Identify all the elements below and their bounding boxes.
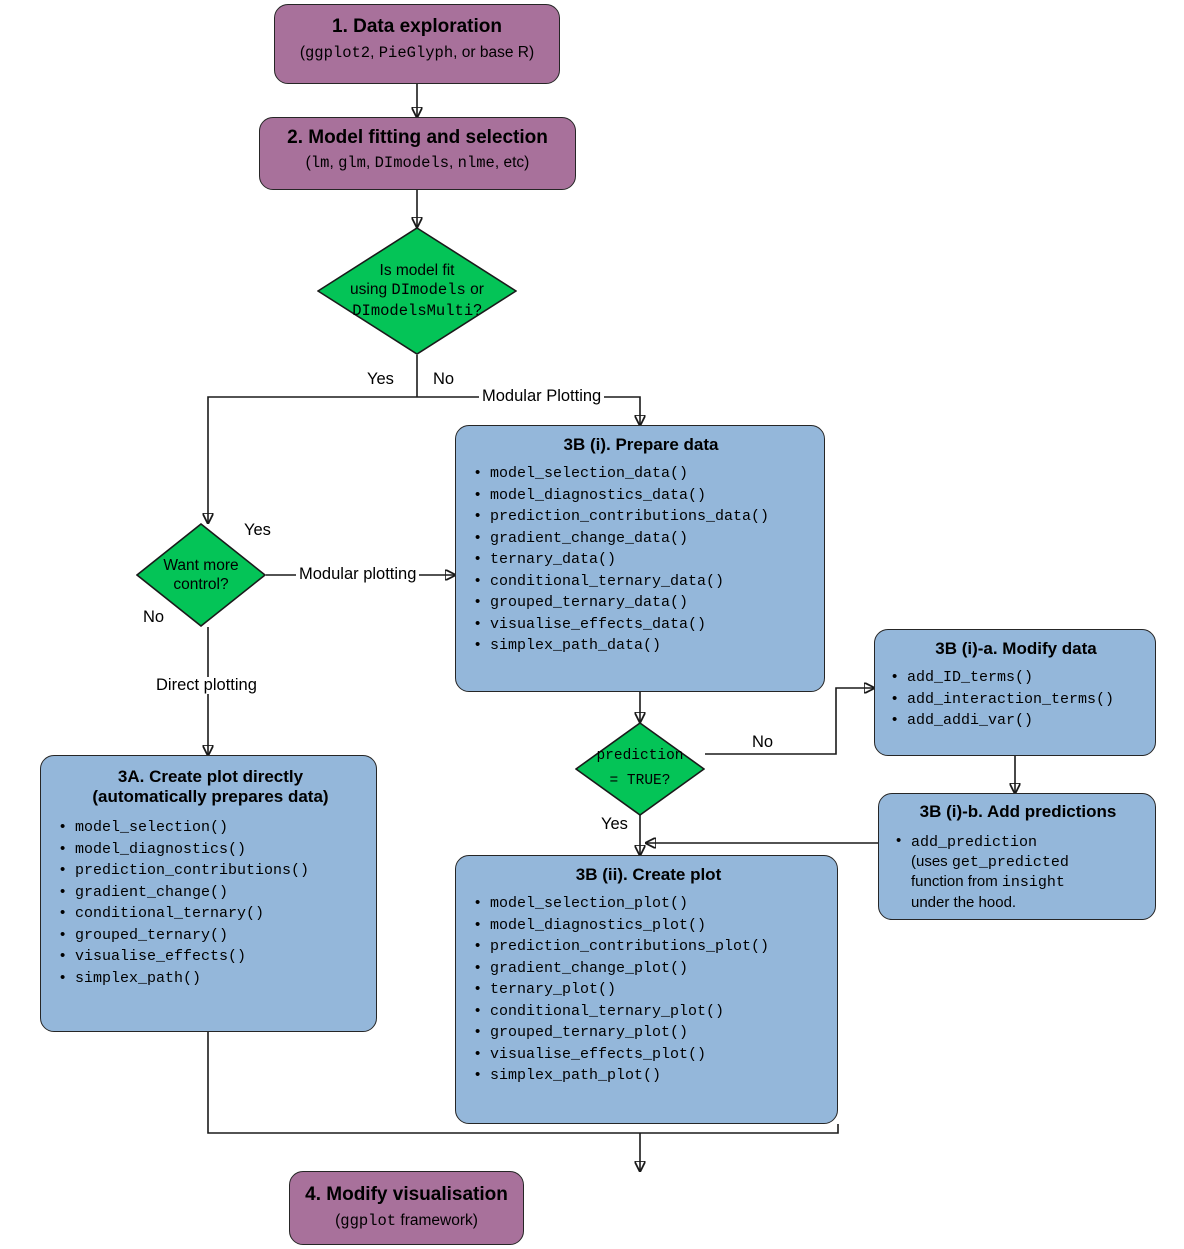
step3bi-title: 3B (i). Prepare data — [563, 435, 719, 454]
list-item: simplex_path_data() — [472, 637, 810, 653]
list-item: simplex_path_plot() — [472, 1067, 825, 1083]
edge-label-decision2-no: No — [143, 608, 165, 626]
step1-pkg-pieglyph: PieGlyph — [378, 44, 454, 63]
step4-sub-open: ( — [335, 1212, 341, 1230]
step3bia-function-list: add_ID_terms() add_interaction_terms() a… — [889, 669, 1143, 728]
list-item: visualise_effects() — [57, 948, 364, 964]
node-step3bii-create-plot[interactable]: 3B (ii). Create plot model_selection_plo… — [455, 855, 838, 1124]
node-step3bi-prepare-data[interactable]: 3B (i). Prepare data model_selection_dat… — [455, 425, 825, 692]
step2-pkg-nlme: nlme — [457, 154, 495, 173]
edge-label-decision3-no: No — [752, 733, 774, 751]
step3bib-pkg-insight: insight — [1001, 874, 1065, 892]
list-item: model_diagnostics() — [57, 841, 364, 857]
step3bib-fn-add-prediction: add_prediction — [911, 834, 1038, 852]
step1-sub-open: ( — [299, 44, 305, 62]
step2-subtitle: (lm, glm, DImodels, nlme, etc) — [260, 154, 575, 173]
list-item: ternary_plot() — [472, 981, 825, 997]
edge-label-modular-plotting-upper: Modular Plotting — [479, 388, 605, 405]
edge-step3bii-bottom-bus — [640, 1124, 839, 1134]
step4-sub-close: framework) — [396, 1212, 478, 1230]
step2-fn-lm: lm — [310, 154, 330, 173]
edge-decision3-no-step3bia — [705, 688, 874, 755]
edge-label-decision2-yes: Yes — [244, 521, 271, 539]
list-item: gradient_change() — [57, 884, 364, 900]
step4-title: 4. Modify visualisation — [305, 1184, 508, 1205]
edge-decision1-yes-decision2 — [208, 396, 417, 523]
list-item: conditional_ternary_plot() — [472, 1003, 825, 1019]
diamond-shape-1 — [317, 227, 517, 355]
list-item: visualise_effects_plot() — [472, 1046, 825, 1062]
step1-subtitle: (ggplot2, PieGlyph, or base R) — [275, 44, 559, 63]
list-item: prediction_contributions_data() — [472, 508, 810, 524]
step3a-title-line1: 3A. Create plot directly — [117, 767, 304, 786]
node-step3bib-add-predictions[interactable]: 3B (i)-b. Add predictions add_prediction… — [878, 793, 1156, 920]
step3bib-line3-pre: function from — [911, 873, 1002, 891]
edge-label-direct-plotting: Direct plotting — [153, 677, 260, 694]
step4-subtitle: (ggplot framework) — [290, 1212, 523, 1231]
edge-label-decision3-yes: Yes — [601, 815, 628, 833]
list-item: simplex_path() — [57, 970, 364, 986]
step3bii-function-list: model_selection_plot() model_diagnostics… — [472, 895, 825, 1083]
list-item: grouped_ternary_data() — [472, 594, 810, 610]
edge-label-decision1-no: No — [433, 370, 455, 388]
step2-sep3: , — [449, 154, 458, 172]
list-item: add_ID_terms() — [889, 669, 1143, 685]
list-item: grouped_ternary() — [57, 927, 364, 943]
step4-pkg-ggplot: ggplot — [340, 1212, 397, 1231]
list-item: model_selection_data() — [472, 465, 810, 481]
step3a-function-list: model_selection() model_diagnostics() pr… — [57, 819, 364, 986]
list-item: gradient_change_data() — [472, 530, 810, 546]
step2-title: 2. Model fitting and selection — [287, 127, 548, 148]
decision-prediction-true[interactable]: prediction = TRUE? — [575, 722, 705, 816]
node-step4-modify-visualisation[interactable]: 4. Modify visualisation (ggplot framewor… — [289, 1171, 524, 1245]
list-item: visualise_effects_data() — [472, 616, 810, 632]
step3bia-title: 3B (i)-a. Modify data — [935, 639, 1097, 658]
list-item: prediction_contributions() — [57, 862, 364, 878]
step2-sub-close: , etc) — [494, 154, 530, 172]
list-item: conditional_ternary() — [57, 905, 364, 921]
list-item: model_diagnostics_plot() — [472, 917, 825, 933]
node-step3bia-modify-data[interactable]: 3B (i)-a. Modify data add_ID_terms() add… — [874, 629, 1156, 756]
step3bi-function-list: model_selection_data() model_diagnostics… — [472, 465, 810, 653]
list-item: add_interaction_terms() — [889, 691, 1143, 707]
step3a-title: 3A. Create plot directly (automatically … — [57, 767, 364, 807]
list-item: model_selection_plot() — [472, 895, 825, 911]
list-item: add_prediction (uses get_predicted funct… — [893, 831, 1143, 912]
list-item: model_diagnostics_data() — [472, 487, 810, 503]
list-item: prediction_contributions_plot() — [472, 938, 825, 954]
edge-label-decision1-yes: Yes — [367, 370, 394, 388]
step3bii-title: 3B (ii). Create plot — [575, 865, 722, 884]
step1-pkg-ggplot2: ggplot2 — [305, 44, 371, 63]
list-item: gradient_change_plot() — [472, 960, 825, 976]
step3bib-fn-get-predicted: get_predicted — [951, 854, 1069, 872]
step2-sep2: , — [365, 154, 375, 172]
step2-fn-glm: glm — [338, 154, 366, 173]
node-step1-data-exploration[interactable]: 1. Data exploration (ggplot2, PieGlyph, … — [274, 4, 560, 84]
decision-is-model-fit-dimodels[interactable]: Is model fit using DImodels or DImodelsM… — [317, 227, 517, 355]
list-item: add_addi_var() — [889, 712, 1143, 728]
diamond-shape-2 — [136, 523, 266, 627]
step3bib-line4: under the hood. — [911, 893, 1017, 911]
node-step3a-create-plot-directly[interactable]: 3A. Create plot directly (automatically … — [40, 755, 377, 1032]
list-item: model_selection() — [57, 819, 364, 835]
step1-sub-close: , or base R) — [453, 44, 535, 62]
list-item: conditional_ternary_data() — [472, 573, 810, 589]
step1-sep1: , — [370, 44, 379, 62]
step3bib-title: 3B (i)-b. Add predictions — [919, 802, 1117, 821]
node-step2-model-fitting[interactable]: 2. Model fitting and selection (lm, glm,… — [259, 117, 576, 190]
step2-sub-open: ( — [305, 154, 311, 172]
diamond-shape-3 — [575, 722, 705, 816]
step3bib-line2-pre: (uses — [911, 853, 952, 871]
step1-title: 1. Data exploration — [332, 16, 502, 37]
step3bib-function-list: add_prediction (uses get_predicted funct… — [893, 831, 1143, 912]
list-item: ternary_data() — [472, 551, 810, 567]
list-item: grouped_ternary_plot() — [472, 1024, 825, 1040]
step2-pkg-dimodels: DImodels — [374, 154, 450, 173]
step2-sep1: , — [329, 154, 339, 172]
edge-label-modular-plotting-lower: Modular plotting — [296, 566, 420, 583]
step3a-title-line2: (automatically prepares data) — [92, 787, 329, 807]
